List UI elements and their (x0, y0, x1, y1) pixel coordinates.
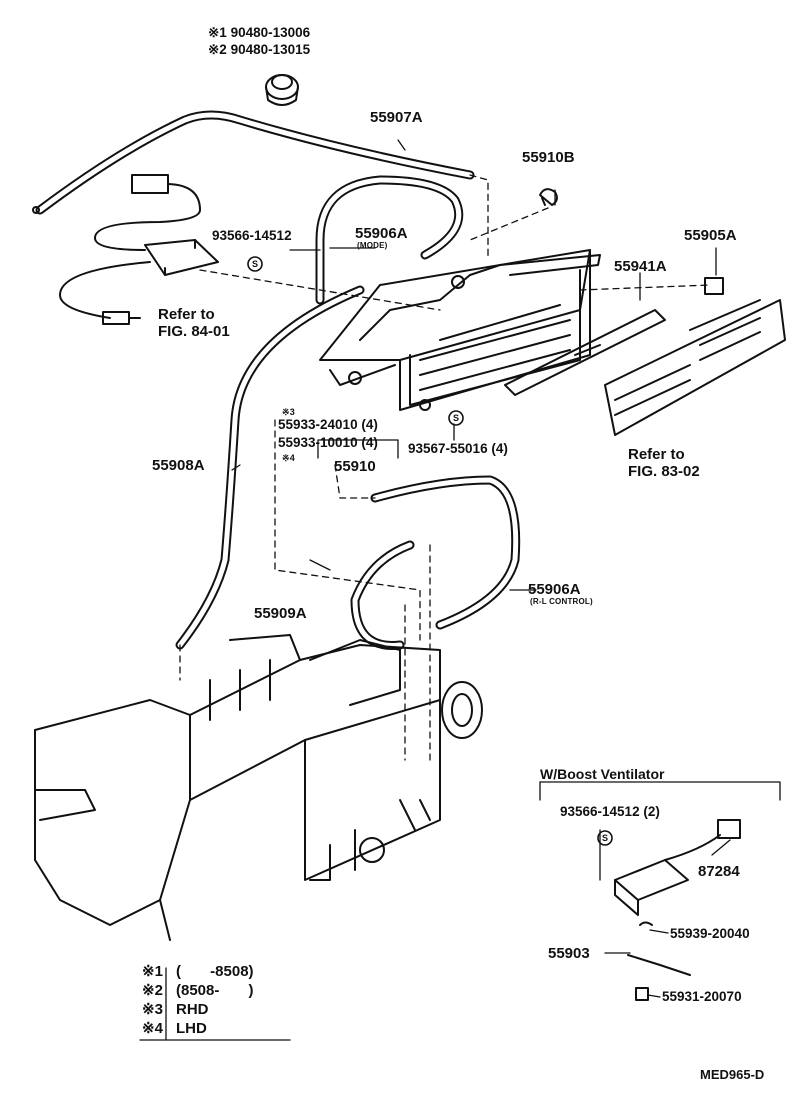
label-93567-55016: 93567-55016 (4) (408, 441, 508, 456)
label-fig-83-02: FIG. 83-02 (628, 463, 700, 480)
s-symbol (448, 410, 464, 426)
label-55910: 55910 (334, 458, 376, 475)
label-55933-24010: 55933-24010 (4) (278, 417, 378, 432)
s-mark: S (602, 833, 608, 843)
cable-55907a (32, 110, 475, 215)
label-55939-20040: 55939-20040 (670, 926, 750, 941)
s-symbol (597, 830, 613, 846)
boost-title: W/Boost Ventilator (540, 766, 665, 782)
legend-text: LHD (176, 1020, 207, 1037)
label-refer-to-1: Refer to (158, 306, 215, 323)
s-mark: S (252, 259, 258, 269)
legend-row-4: ※4 LHD (142, 1019, 207, 1037)
label-fig-84-01: FIG. 84-01 (158, 323, 230, 340)
screw-symbols (247, 256, 613, 846)
boost-switch-part (614, 819, 741, 1001)
legend-mark: ※4 (142, 1020, 163, 1037)
label-mode: (MODE) (357, 241, 388, 250)
label-55933-10010: 55933-10010 (4) (278, 435, 378, 450)
label-mark-3: ※3 (282, 407, 295, 417)
cable-55908a (175, 285, 365, 650)
label-90480-13006: ※1 90480-13006 (208, 25, 311, 40)
legend-text: RHD (176, 1001, 209, 1018)
s-mark: S (453, 413, 459, 423)
control-assembly (319, 249, 601, 411)
label-93566-14512: 93566-14512 (212, 228, 292, 243)
legend-mark: ※3 (142, 1001, 163, 1018)
label-55908a: 55908A (152, 457, 205, 474)
control-panel-bezel (604, 277, 786, 436)
dashed-guides (179, 174, 711, 761)
label-55906a-mode: 55906A (355, 225, 408, 242)
heater-unit (34, 634, 483, 941)
legend-row-1: ※1 ( -8508) (142, 962, 254, 980)
label-87284: 87284 (698, 863, 740, 880)
label-55941a: 55941A (614, 258, 667, 275)
label-90480-13015: ※2 90480-13015 (208, 42, 311, 57)
label-55907a: 55907A (370, 109, 423, 126)
label-55931-20070: 55931-20070 (662, 989, 742, 1004)
label-55905a: 55905A (684, 227, 737, 244)
legend-text: (8508- ) (176, 982, 254, 999)
label-55906a-rl: 55906A (528, 581, 581, 598)
leader-lines (139, 139, 781, 1041)
label-55909a: 55909A (254, 605, 307, 622)
label-93566-14512-2: 93566-14512 (2) (560, 804, 660, 819)
grommet-part (265, 74, 299, 106)
legend-text: ( -8508) (176, 963, 254, 980)
footer-code: MED965-D (700, 1067, 765, 1082)
label-55903: 55903 (548, 945, 590, 962)
label-rl-control: (R-L CONTROL) (530, 597, 593, 606)
legend-mark: ※1 (142, 963, 163, 980)
legend-row-3: ※3 RHD (142, 1000, 209, 1018)
label-55910b: 55910B (522, 149, 575, 166)
blower-switch-part (59, 174, 219, 325)
label-mark-4: ※4 (282, 453, 295, 463)
legend-mark: ※2 (142, 982, 163, 999)
lever-55941a (504, 309, 666, 396)
cable-55909a (350, 540, 415, 650)
label-refer-to-2: Refer to (628, 446, 685, 463)
cable-55906a-mode (315, 175, 464, 305)
legend-row-2: ※2 (8508- ) (142, 981, 254, 999)
s-symbol (247, 256, 263, 272)
cable-55906a-rl (370, 475, 521, 630)
